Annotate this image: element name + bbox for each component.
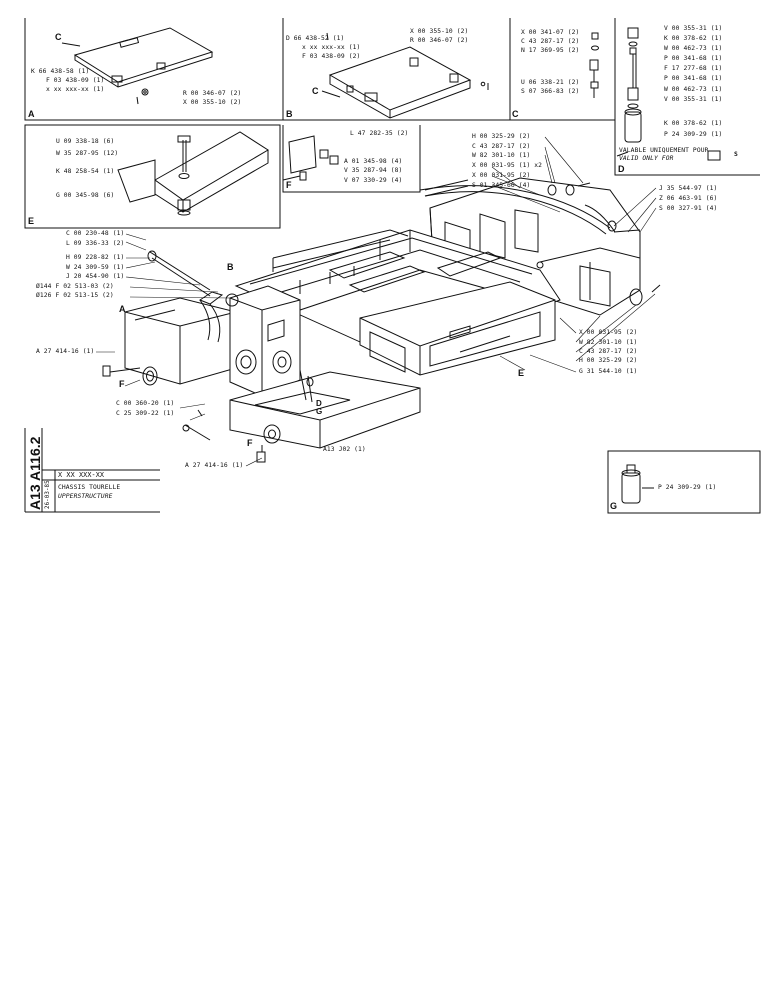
panel-b-label: F 03 438-09 (2) xyxy=(302,53,361,60)
title-french: CHASSIS TOURELLE xyxy=(58,484,121,491)
panel-a-label: X 00 355-10 (2) xyxy=(183,99,242,106)
main-leader-lines xyxy=(96,136,657,467)
panel-g-frame xyxy=(607,450,761,514)
panel-d-note-line1: VALABLE UNIQUEMENT POUR xyxy=(619,147,709,154)
main-right-label: X 00 031-95 (1) x2 xyxy=(472,162,543,169)
panel-a-label: R 00 346-07 (2) xyxy=(183,90,242,97)
panel-b-label: D 66 438-52 (1) xyxy=(286,35,345,42)
main-right-label: W 82 301-10 (1) xyxy=(579,339,638,346)
panel-a-label: x xx xxx-xx (1) xyxy=(46,86,105,93)
main-left-label: C 00 230-48 (1) xyxy=(66,230,125,237)
panel-f-letter: F xyxy=(286,180,292,190)
callout-c-a: C xyxy=(55,32,62,42)
panel-b-label: X 00 355-10 (2) xyxy=(410,28,469,35)
panel-d-label: P 24 309-29 (1) xyxy=(664,131,723,138)
title-date: 26-03-85 xyxy=(45,480,51,509)
panel-c-hardware xyxy=(589,32,599,98)
panel-f-label: A 01 345-98 (4) xyxy=(344,158,403,165)
main-right-label: J 35 544-97 (1) xyxy=(659,185,718,192)
main-left-label: Ø144 F 02 513-03 (2) xyxy=(36,283,114,290)
panel-a-plate xyxy=(61,27,214,105)
panel-b-label: R 00 346-07 (2) xyxy=(410,37,469,44)
panel-d-note-marker: S xyxy=(734,151,738,158)
panel-c-label: S 07 366-83 (2) xyxy=(521,88,580,95)
panel-g-letter: G xyxy=(610,501,618,511)
panel-b-letter: B xyxy=(286,109,293,119)
main-letter-f1: F xyxy=(119,379,125,389)
panel-f-label: V 07 330-29 (4) xyxy=(344,177,403,184)
main-bottom-label: A13 J02 (1) xyxy=(323,446,366,453)
main-right-label: H 00 325-29 (2) xyxy=(579,357,638,364)
panel-d-letter: D xyxy=(618,164,625,174)
main-bottom-label: A 27 414-16 (1) xyxy=(185,462,244,469)
panel-d-label: P 00 341-68 (1) xyxy=(664,75,723,82)
panel-c-letter: C xyxy=(512,109,519,119)
main-left-label: L 09 336-33 (2) xyxy=(66,240,125,247)
main-letter-f2: F xyxy=(247,438,253,448)
panel-c-label: N 17 369-95 (2) xyxy=(521,47,580,54)
main-right-label: S 00 327-91 (4) xyxy=(659,205,718,212)
main-bottom-label: C 00 360-20 (1) xyxy=(116,400,175,407)
panel-c-label: C 43 287-17 (2) xyxy=(521,38,580,45)
main-right-label: C 43 287-17 (2) xyxy=(579,348,638,355)
panel-f-frame xyxy=(282,125,421,193)
main-bottom-label: A 27 414-16 (1) xyxy=(36,348,95,355)
main-bottom-label: C 25 309-22 (1) xyxy=(116,410,175,417)
panel-e-label: W 35 287-95 (12) xyxy=(56,150,119,157)
main-left-label: Ø126 F 02 513-15 (2) xyxy=(36,292,114,299)
panel-d-note-line2: VALID ONLY FOR xyxy=(619,155,674,162)
panel-d-ram xyxy=(616,27,721,161)
sheet-id: A13 A116.2 xyxy=(27,436,43,510)
panel-g-cylinder xyxy=(621,464,654,504)
title-english: UPPERSTRUCTURE xyxy=(58,493,113,500)
panel-g-label: P 24 309-29 (1) xyxy=(658,484,717,491)
main-left-label: H 09 228-82 (1) xyxy=(66,254,125,261)
main-right-label: H 00 325-29 (2) xyxy=(472,133,531,140)
panel-a-label: K 66 438-58 (1) xyxy=(31,68,90,75)
panel-b-frame xyxy=(282,18,510,121)
panel-c-label: U 06 338-21 (2) xyxy=(521,79,580,86)
panel-d-label: K 00 378-62 (1) xyxy=(664,120,723,127)
panel-e-frame xyxy=(24,124,281,229)
panel-d-label: P 00 341-68 (1) xyxy=(664,55,723,62)
main-left-label: W 24 309-59 (1) xyxy=(66,264,125,271)
panel-e-letter: E xyxy=(28,216,35,226)
panel-f-label: V 35 287-94 (8) xyxy=(344,167,403,174)
panel-e-label: G 00 345-98 (6) xyxy=(56,192,115,199)
main-right-label: G 31 544-10 (1) xyxy=(579,368,638,375)
main-right-label: Z 06 463-91 (6) xyxy=(659,195,718,202)
panel-b-label: x xx xxx-xx (1) xyxy=(302,44,361,51)
panel-b-plate xyxy=(321,32,489,119)
main-right-label: X 00 031-95 (2) xyxy=(472,172,531,179)
panel-f-label: L 47 282-35 (2) xyxy=(350,130,409,137)
panel-c-label: X 00 341-07 (2) xyxy=(521,29,580,36)
main-right-label: X 00 031-95 (2) xyxy=(579,329,638,336)
main-right-label: S 01 345-66 (4) xyxy=(472,182,531,189)
main-left-label: J 20 454-90 (1) xyxy=(66,273,125,280)
main-right-label: W 82 301-10 (1) xyxy=(472,152,531,159)
panel-a-letter: A xyxy=(28,109,35,119)
panel-d-label: W 00 462-73 (1) xyxy=(664,45,723,52)
main-letter-a: A xyxy=(119,304,126,314)
main-letter-b: B xyxy=(227,262,234,272)
panel-f-parts xyxy=(282,135,339,181)
panel-d-frame xyxy=(614,18,760,176)
title-ref: X XX XXX-XX xyxy=(58,471,105,479)
panel-d-label: K 00 378-62 (1) xyxy=(664,35,723,42)
panel-e-label: U 09 338-18 (6) xyxy=(56,138,115,145)
panel-d-label: F 17 277-68 (1) xyxy=(664,65,723,72)
panel-e-bracket xyxy=(117,131,269,216)
title-block-frame xyxy=(24,428,160,513)
upperstructure-chassis xyxy=(102,229,561,463)
panel-d-label: W 00 462-73 (1) xyxy=(664,86,723,93)
main-letter-e: E xyxy=(518,368,525,378)
panel-e-label: K 48 258-54 (1) xyxy=(56,168,115,175)
callout-c-b: C xyxy=(312,86,319,96)
main-right-label: C 43 287-17 (2) xyxy=(472,143,531,150)
main-letter-dg: D G xyxy=(316,399,323,416)
panel-d-label: V 00 355-31 (1) xyxy=(664,96,723,103)
panel-d-label: V 00 355-31 (1) xyxy=(664,25,723,32)
panel-a-label: F 03 438-09 (1) xyxy=(46,77,105,84)
